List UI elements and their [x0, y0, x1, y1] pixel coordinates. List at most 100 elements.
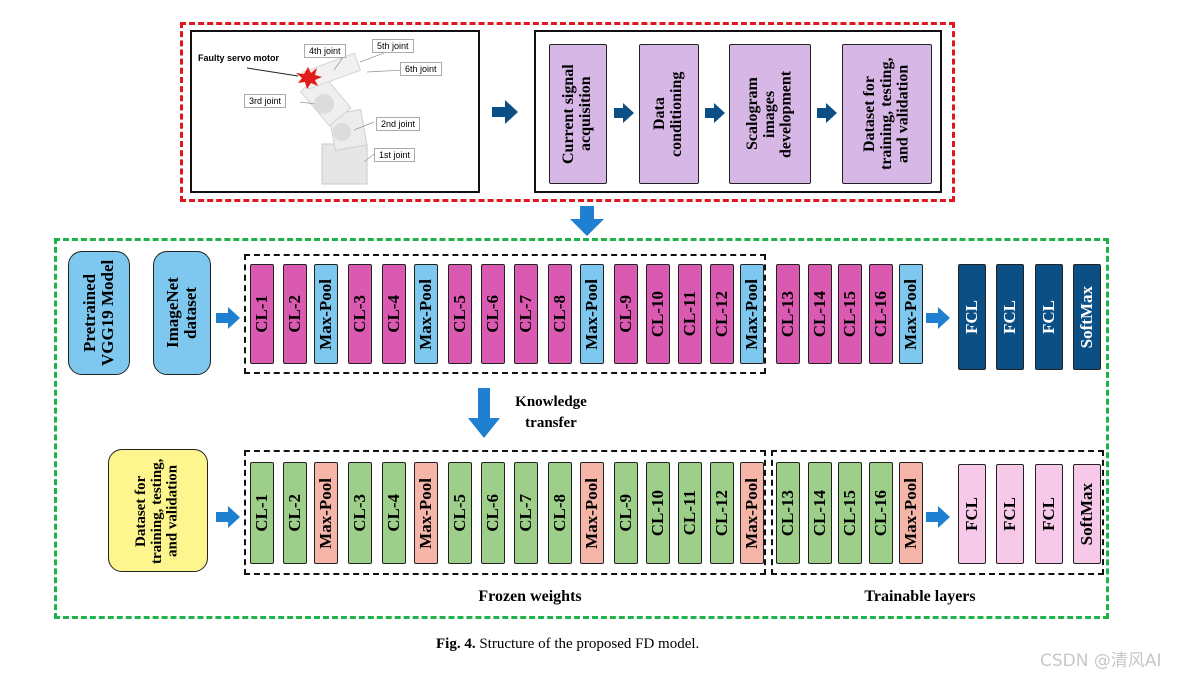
- layer-cl-15: CL-15: [838, 462, 862, 564]
- watermark: CSDN @清风AI: [1040, 651, 1162, 671]
- layer-label: Max-Pool: [316, 278, 336, 350]
- layer-cl-9: CL-9: [614, 264, 638, 364]
- layer-fcl: FCL: [1035, 464, 1063, 564]
- layer-label: CL-14: [810, 489, 830, 537]
- layer-label: CL-16: [871, 290, 891, 338]
- pretrained-vgg19-label: Pretrained VGG19 Model: [80, 259, 117, 367]
- layer-label: Max-Pool: [416, 477, 436, 549]
- layer-max-pool: Max-Pool: [580, 462, 604, 564]
- layer-cl-6: CL-6: [481, 462, 505, 564]
- layer-label: FCL: [1039, 300, 1059, 334]
- layer-softmax: SoftMax: [1073, 464, 1101, 564]
- layer-cl-16: CL-16: [869, 264, 893, 364]
- layer-cl-13: CL-13: [776, 462, 800, 564]
- joint-4-label: 4th joint: [304, 44, 346, 58]
- caption-fig-number: Fig. 4.: [436, 636, 476, 652]
- layer-label: Max-Pool: [742, 477, 762, 549]
- layer-label: CL-11: [680, 291, 700, 337]
- dataset-box: Dataset for training, testing, and valid…: [108, 449, 208, 572]
- layer-label: CL-1: [252, 494, 272, 532]
- layer-label: SoftMax: [1077, 482, 1097, 546]
- layer-label: CL-6: [483, 494, 503, 532]
- arrow-right-icon: [492, 100, 518, 124]
- layer-cl-11: CL-11: [678, 462, 702, 564]
- lower-frozen-group: [244, 450, 766, 575]
- joint-3-label: 3rd joint: [244, 94, 287, 108]
- arrow-right-icon: [216, 506, 240, 528]
- layer-cl-5: CL-5: [448, 264, 472, 364]
- layer-cl-2: CL-2: [283, 264, 307, 364]
- layer-label: CL-2: [285, 295, 305, 333]
- layer-cl-15: CL-15: [838, 264, 862, 364]
- layer-label: FCL: [1000, 497, 1020, 531]
- figure-caption: Fig. 4. Structure of the proposed FD mod…: [436, 636, 699, 653]
- layer-cl-10: CL-10: [646, 264, 670, 364]
- step-current-signal-label: Current signal acquisition: [560, 64, 594, 164]
- layer-cl-2: CL-2: [283, 462, 307, 564]
- layer-max-pool: Max-Pool: [314, 462, 338, 564]
- layer-label: SoftMax: [1077, 285, 1097, 349]
- joint-1-label: 1st joint: [374, 148, 416, 162]
- layer-cl-9: CL-9: [614, 462, 638, 564]
- layer-cl-1: CL-1: [250, 462, 274, 564]
- layer-cl-7: CL-7: [514, 264, 538, 364]
- layer-label: Max-Pool: [742, 278, 762, 350]
- layer-label: CL-6: [483, 295, 503, 333]
- step-data-conditioning-label: Data conditioning: [651, 71, 685, 157]
- robot-image-frame: Faulty servo motor 4th joint 5th joint 6…: [190, 30, 480, 193]
- caption-text: Structure of the proposed FD model.: [479, 636, 700, 652]
- imagenet-label: ImageNet dataset: [163, 277, 200, 349]
- layer-fcl: FCL: [958, 264, 986, 370]
- faulty-servo-label: Faulty servo motor: [198, 53, 280, 63]
- layer-label: CL-7: [516, 494, 536, 532]
- layer-fcl: FCL: [958, 464, 986, 564]
- layer-label: CL-5: [450, 494, 470, 532]
- layer-label: CL-14: [810, 290, 830, 338]
- imagenet-box: ImageNet dataset: [153, 251, 211, 375]
- layer-cl-8: CL-8: [548, 462, 572, 564]
- layer-label: CL-1: [252, 295, 272, 333]
- layer-label: FCL: [1000, 300, 1020, 334]
- layer-label: CL-8: [550, 494, 570, 532]
- layer-label: CL-9: [616, 494, 636, 532]
- layer-label: CL-3: [350, 494, 370, 532]
- layer-cl-4: CL-4: [382, 264, 406, 364]
- layer-max-pool: Max-Pool: [314, 264, 338, 364]
- process-steps-frame: [534, 30, 942, 193]
- layer-max-pool: Max-Pool: [414, 264, 438, 364]
- layer-cl-13: CL-13: [776, 264, 800, 364]
- layer-label: CL-4: [384, 494, 404, 532]
- layer-fcl: FCL: [1035, 264, 1063, 370]
- trainable-layers-label: Trainable layers: [864, 588, 976, 605]
- layer-max-pool: Max-Pool: [899, 462, 923, 564]
- layer-label: CL-4: [384, 295, 404, 333]
- arrow-right-icon: [817, 103, 837, 123]
- joint-6-label: 6th joint: [400, 62, 442, 76]
- layer-cl-3: CL-3: [348, 462, 372, 564]
- layer-fcl: FCL: [996, 264, 1024, 370]
- layer-max-pool: Max-Pool: [899, 264, 923, 364]
- layer-label: CL-11: [680, 490, 700, 536]
- arrow-down-icon: [468, 388, 500, 438]
- layer-label: CL-13: [778, 489, 798, 537]
- layer-cl-12: CL-12: [710, 462, 734, 564]
- layer-label: FCL: [962, 300, 982, 334]
- layer-cl-3: CL-3: [348, 264, 372, 364]
- step-scalogram-label: Scalogram images development: [743, 70, 795, 158]
- layer-label: Max-Pool: [316, 477, 336, 549]
- pretrained-vgg19-box: Pretrained VGG19 Model: [68, 251, 130, 375]
- layer-label: CL-8: [550, 295, 570, 333]
- layer-max-pool: Max-Pool: [414, 462, 438, 564]
- layer-cl-5: CL-5: [448, 462, 472, 564]
- layer-cl-6: CL-6: [481, 264, 505, 364]
- joint-2-label: 2nd joint: [376, 117, 421, 131]
- layer-label: Max-Pool: [416, 278, 436, 350]
- layer-label: Max-Pool: [901, 477, 921, 549]
- layer-cl-14: CL-14: [808, 462, 832, 564]
- layer-label: CL-2: [285, 494, 305, 532]
- step-data-conditioning: Data conditioning: [639, 44, 699, 184]
- layer-cl-4: CL-4: [382, 462, 406, 564]
- robot-arm-image: [246, 49, 405, 185]
- arrow-right-icon: [926, 307, 950, 329]
- layer-max-pool: Max-Pool: [740, 462, 764, 564]
